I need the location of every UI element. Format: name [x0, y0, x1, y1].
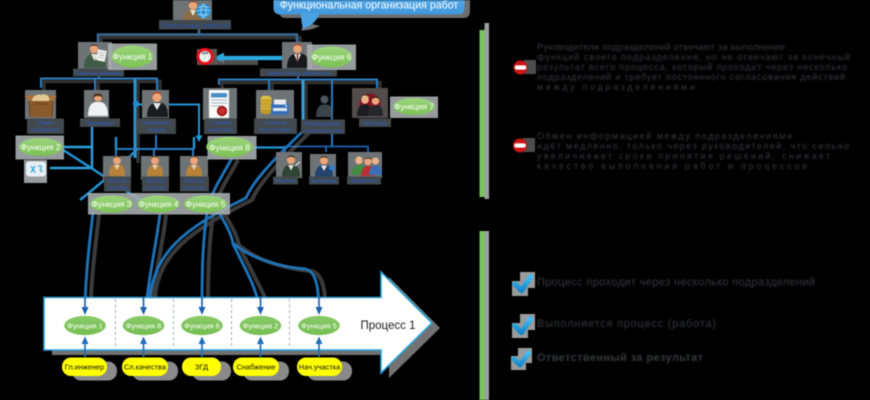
svg-text:Процесс проходит через несколь: Процесс проходит через несколько подразд… [537, 277, 815, 289]
svg-text:Функция 5: Функция 5 [301, 322, 337, 331]
svg-text:увеличивает сроки принятия реш: увеличивает сроки принятия решений, сниж… [537, 151, 831, 161]
svg-text:участка: участка [107, 186, 128, 192]
svg-text:Гл.инженер: Гл.инженер [65, 363, 105, 372]
svg-text:Ответственный за результат: Ответственный за результат [537, 352, 704, 364]
svg-text:качества: качества [209, 128, 233, 134]
svg-text:снабжения: снабжения [31, 128, 60, 134]
svg-text:Снабжение: Снабжение [236, 363, 275, 372]
svg-text:Функция 4: Функция 4 [139, 199, 179, 209]
svg-text:Руководитель: Руководитель [305, 122, 342, 128]
svg-text:Функция 1: Функция 1 [67, 322, 103, 331]
svg-text:Процесс 1: Процесс 1 [360, 320, 415, 332]
svg-text:между подразделениями: между подразделениями [537, 82, 695, 92]
svg-text:Экономист: Экономист [86, 121, 115, 127]
svg-text:Сл.качества: Сл.качества [124, 363, 167, 372]
svg-text:строительства: строительства [304, 129, 343, 135]
svg-text:Функция 5: Функция 5 [186, 199, 226, 209]
svg-text:участка: участка [145, 186, 166, 192]
svg-text:Выполняется процесс (работа): Выполняется процесс (работа) [537, 318, 716, 330]
svg-text:ЗГД: ЗГД [195, 363, 208, 372]
svg-text:Мастер: Мастер [146, 179, 166, 185]
svg-text:Мастер: Мастер [276, 179, 296, 185]
svg-text:Главная: Главная [265, 121, 287, 127]
svg-text:Главный инженер: Главный инженер [75, 70, 122, 77]
svg-text:Нач.участка: Нач.участка [299, 363, 341, 372]
svg-text:подразделений и требует постоя: подразделений и требует постоянного согл… [537, 72, 845, 82]
svg-text:отдела: отдела [147, 128, 166, 134]
svg-text:Мастера: Мастера [364, 121, 388, 127]
svg-text:Функция 3: Функция 3 [92, 199, 132, 209]
svg-text:Начальник: Начальник [142, 121, 171, 127]
svg-text:бухгалтерия: бухгалтерия [259, 128, 291, 134]
svg-text:результат всего процесса, кото: результат всего процесса, который проход… [537, 62, 847, 72]
svg-text:Функция 8: Функция 8 [209, 143, 250, 153]
svg-text:участка: участка [184, 186, 205, 192]
svg-text:Служба: Служба [210, 121, 231, 127]
svg-text:Функция 6: Функция 6 [312, 52, 352, 62]
svg-text:функций своего подразделения,: функций своего подразделения, но не отве… [537, 52, 850, 62]
svg-text:Функция 6: Функция 6 [184, 322, 220, 331]
svg-text:Бригадир: Бригадир [312, 179, 337, 185]
svg-text:качество выполнения работ и пр: качество выполнения работ и процессов [537, 161, 807, 171]
svg-text:Функция 8: Функция 8 [126, 322, 162, 331]
svg-text:Руководители подразделений отв: Руководители подразделений отвечают за в… [537, 42, 785, 52]
svg-text:Заместитель директора: Заместитель директора [267, 71, 331, 77]
svg-text:Обмен информацией между подраз: Обмен информацией между подразделениями [537, 131, 792, 141]
svg-text:Функция 2: Функция 2 [243, 322, 279, 331]
svg-text:Функция 7: Функция 7 [394, 102, 434, 112]
svg-text:Отдел: Отдел [37, 121, 53, 127]
svg-text:Функция 1: Функция 1 [113, 52, 153, 62]
svg-text:Мастер: Мастер [108, 179, 128, 185]
svg-text:Водители: Водители [351, 179, 376, 185]
svg-text:Мастер: Мастер [185, 179, 205, 185]
svg-text:Функция 2: Функция 2 [21, 142, 61, 152]
svg-text:идёт медленно, только через ру: идёт медленно, только через руководителе… [537, 141, 849, 151]
svg-text:Функциональная организация раб: Функциональная организация работ [280, 0, 459, 12]
svg-text:Генеральный директор: Генеральный директор [161, 22, 230, 30]
